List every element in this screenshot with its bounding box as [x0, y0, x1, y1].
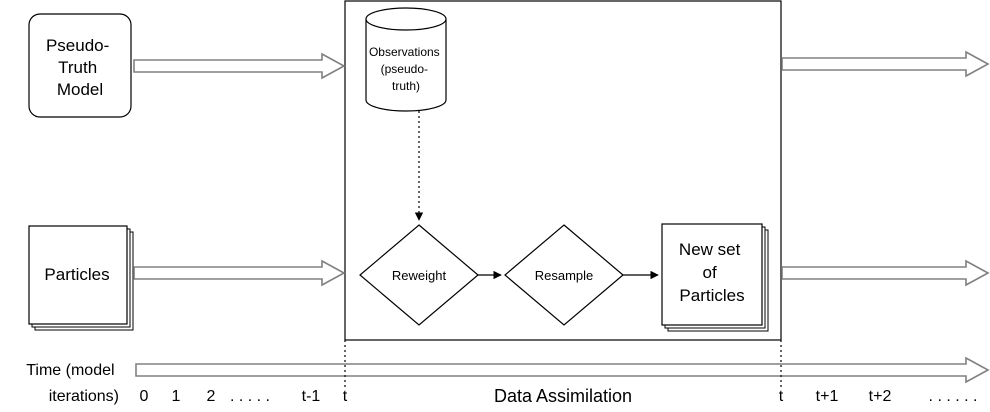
reweight-label: Reweight	[392, 268, 447, 283]
tick-label: t	[779, 388, 784, 405]
output-bottom-arrow	[781, 259, 990, 287]
particles-label: Particles	[44, 265, 109, 284]
tick-label: 0	[140, 388, 149, 405]
new-particles-stack	[661, 223, 769, 332]
tick-label: 1	[172, 388, 181, 405]
data-assimilation-label: Data Assimilation	[494, 386, 632, 406]
tick-label: t+2	[869, 388, 892, 405]
observations-label: Observations (pseudo- truth)	[369, 45, 443, 93]
resample-diamond	[504, 224, 624, 326]
pseudo-truth-to-assimilation-arrow	[133, 52, 346, 80]
tick-label: t	[343, 388, 348, 405]
tick-label: t+1	[816, 388, 839, 405]
tick-label: t-1	[302, 388, 321, 405]
observations-database	[365, 7, 447, 112]
new-particles-label: New set of Particles	[679, 240, 745, 305]
particles-stack	[28, 225, 134, 331]
output-top-arrow	[781, 50, 990, 78]
ticks-left: 0 1 2 . . . . . t-1 t	[140, 388, 348, 405]
tick-label: 2	[207, 388, 216, 405]
pseudo-truth-model-label: Pseudo- Truth Model	[46, 36, 114, 99]
data-assimilation-box	[344, 0, 782, 341]
pseudo-truth-model-box	[28, 13, 132, 118]
reweight-diamond	[359, 224, 479, 326]
resample-label: Resample	[535, 268, 594, 283]
time-axis-label: Time (model iterations)	[26, 362, 119, 405]
tick-label: . . . . . .	[929, 388, 978, 405]
particles-to-assimilation-arrow	[133, 259, 346, 287]
tick-label: . . . . .	[230, 388, 270, 405]
time-axis-arrow	[135, 356, 990, 384]
ticks-right: t t+1 t+2 . . . . . .	[779, 388, 978, 405]
